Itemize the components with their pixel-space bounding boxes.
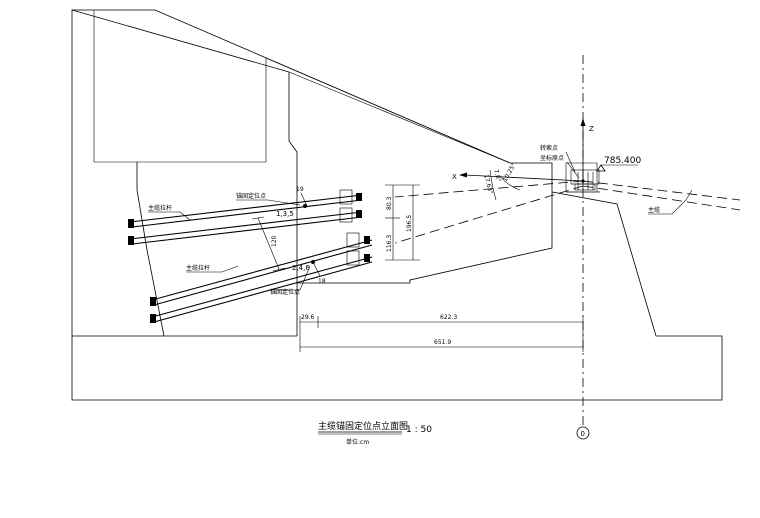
dim-116-3: 116.3: [386, 235, 393, 252]
angle-annotations: 7.8° 17.63° 10.25°: [482, 162, 521, 201]
x-axis: X: [452, 172, 584, 182]
z-axis: Z: [580, 118, 594, 181]
rod-label-lower: 主缆拉杆: [186, 264, 210, 272]
local-dimensions: 19 18 120: [251, 186, 326, 285]
main-cable-callout: 主缆: [648, 189, 693, 215]
saddle-icon: [566, 169, 600, 193]
point-135-label: 1,3,5: [276, 210, 294, 218]
saddle-labels: 转索点 坐标原点: [540, 144, 580, 179]
dim-80-3: 80.3: [386, 196, 393, 210]
drawing-title-block: 主缆锚固定位点立面图 1 : 50 单位:cm: [318, 420, 432, 446]
upper-anchor-rods: [128, 189, 363, 245]
dim-18: 18: [318, 278, 326, 285]
dim-120: 120: [271, 235, 278, 247]
axis-line-0: 0: [576, 55, 590, 440]
saddle-point-label: 转索点: [540, 144, 558, 152]
dim-19: 19: [296, 186, 304, 193]
dim-196-5: 196.5: [406, 215, 413, 232]
coord-origin-label: 坐标原点: [540, 154, 564, 162]
anchor-label-lower: 锚固定位点: [270, 288, 300, 296]
anchorage-block-outline: [71, 9, 723, 401]
angle-c: 10.25°: [502, 162, 518, 183]
point-246-label: 2,4,6: [292, 264, 310, 272]
main-cable-label: 主缆: [648, 206, 660, 214]
dim-29-6: 29.6: [301, 314, 315, 321]
z-axis-label: Z: [589, 125, 594, 133]
elevation-mark: 785.400: [596, 156, 641, 172]
x-axis-label: X: [452, 173, 457, 181]
dim-651-9: 651.9: [434, 339, 451, 346]
drawing-title: 主缆锚固定位点立面图: [318, 420, 408, 432]
vertical-dimensions: 80.3 116.3 196.5: [385, 184, 420, 261]
drawing-scale: 1 : 50: [406, 425, 432, 435]
axis-marker-label: 0: [581, 430, 585, 438]
lower-anchor-rods: [150, 232, 373, 323]
rod-callouts: 主缆拉杆 锚固定位点 主缆拉杆 锚固定位点 1,3,5 2,4,6: [148, 192, 310, 296]
drawing-unit: 单位:cm: [346, 438, 369, 446]
angle-a: 7.8°: [492, 169, 502, 183]
dim-622-3: 622.3: [440, 314, 457, 321]
elevation-value: 785.400: [604, 156, 641, 166]
rod-label-upper: 主缆拉杆: [148, 204, 172, 212]
main-cable-lines: [394, 180, 741, 244]
horizontal-dimensions: 29.6 622.3 651.9: [299, 314, 584, 352]
angle-b: 17.63°: [482, 174, 494, 195]
anchor-label-upper: 锚固定位点: [236, 192, 266, 200]
